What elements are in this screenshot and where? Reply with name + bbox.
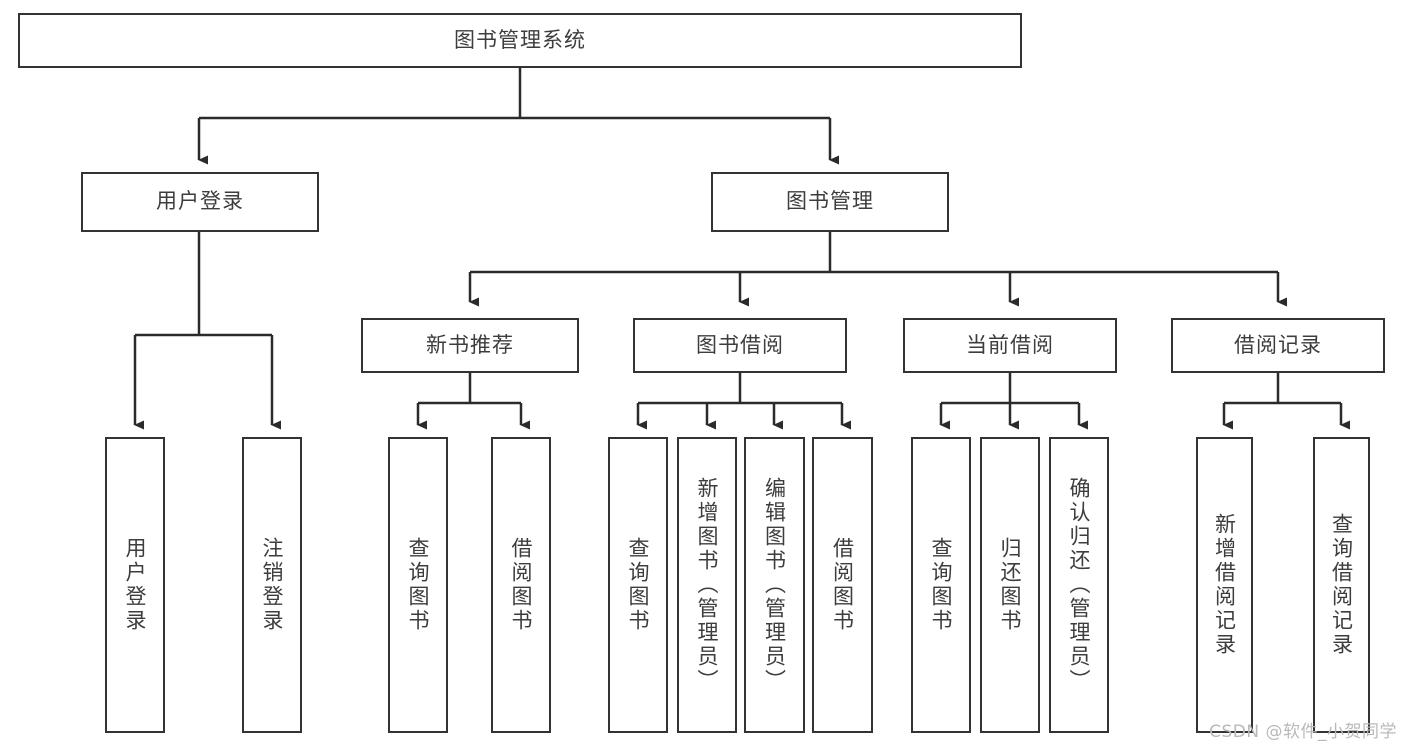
leaf-user-login-logout[interactable]: 注销登录 [242, 437, 302, 733]
csdn-watermark: CSDN @软件_小贺同学 [1209, 722, 1397, 742]
leaf-borrow-edit-book-admin[interactable]: 编辑图书（管理员） [744, 437, 805, 733]
node-label: 查询借阅记录 [1329, 513, 1354, 657]
node-label: 借阅图书 [509, 537, 534, 633]
node-book-management[interactable]: 图书管理 [711, 172, 949, 232]
node-label: 查询图书 [626, 537, 651, 633]
leaf-record-add-record[interactable]: 新增借阅记录 [1196, 437, 1253, 733]
node-label: 确认归还（管理员） [1067, 477, 1092, 693]
leaf-borrow-query-book[interactable]: 查询图书 [608, 437, 668, 733]
node-user-login[interactable]: 用户登录 [81, 172, 319, 232]
node-label: 用户登录 [156, 189, 244, 214]
node-label: 图书管理系统 [454, 27, 586, 52]
node-label: 图书管理 [786, 189, 874, 214]
leaf-recommend-query-book[interactable]: 查询图书 [388, 437, 448, 733]
node-label: 注销登录 [260, 537, 285, 633]
node-label: 新增借阅记录 [1212, 513, 1237, 657]
node-root-system[interactable]: 图书管理系统 [18, 13, 1022, 68]
leaf-record-query-record[interactable]: 查询借阅记录 [1313, 437, 1370, 733]
node-borrow-record[interactable]: 借阅记录 [1171, 318, 1385, 373]
leaf-current-confirm-return-admin[interactable]: 确认归还（管理员） [1049, 437, 1109, 733]
node-label: 归还图书 [998, 537, 1023, 633]
node-current-borrow[interactable]: 当前借阅 [903, 318, 1117, 373]
leaf-user-login-login[interactable]: 用户登录 [105, 437, 165, 733]
leaf-borrow-borrow-book[interactable]: 借阅图书 [812, 437, 873, 733]
node-book-borrow[interactable]: 图书借阅 [633, 318, 847, 373]
node-label: 编辑图书（管理员） [762, 477, 787, 693]
node-label: 借阅图书 [830, 537, 855, 633]
leaf-recommend-borrow-book[interactable]: 借阅图书 [491, 437, 551, 733]
node-label: 用户登录 [123, 537, 148, 633]
node-new-book-recommend[interactable]: 新书推荐 [361, 318, 579, 373]
node-label: 查询图书 [929, 537, 954, 633]
node-label: 新书推荐 [426, 332, 514, 357]
node-label: 图书借阅 [696, 332, 784, 357]
node-label: 新增图书（管理员） [695, 477, 720, 693]
node-label: 借阅记录 [1234, 332, 1322, 357]
leaf-current-query-book[interactable]: 查询图书 [911, 437, 971, 733]
node-label: 查询图书 [406, 537, 431, 633]
leaf-borrow-add-book-admin[interactable]: 新增图书（管理员） [677, 437, 737, 733]
node-label: 当前借阅 [966, 332, 1054, 357]
leaf-current-return-book[interactable]: 归还图书 [980, 437, 1040, 733]
